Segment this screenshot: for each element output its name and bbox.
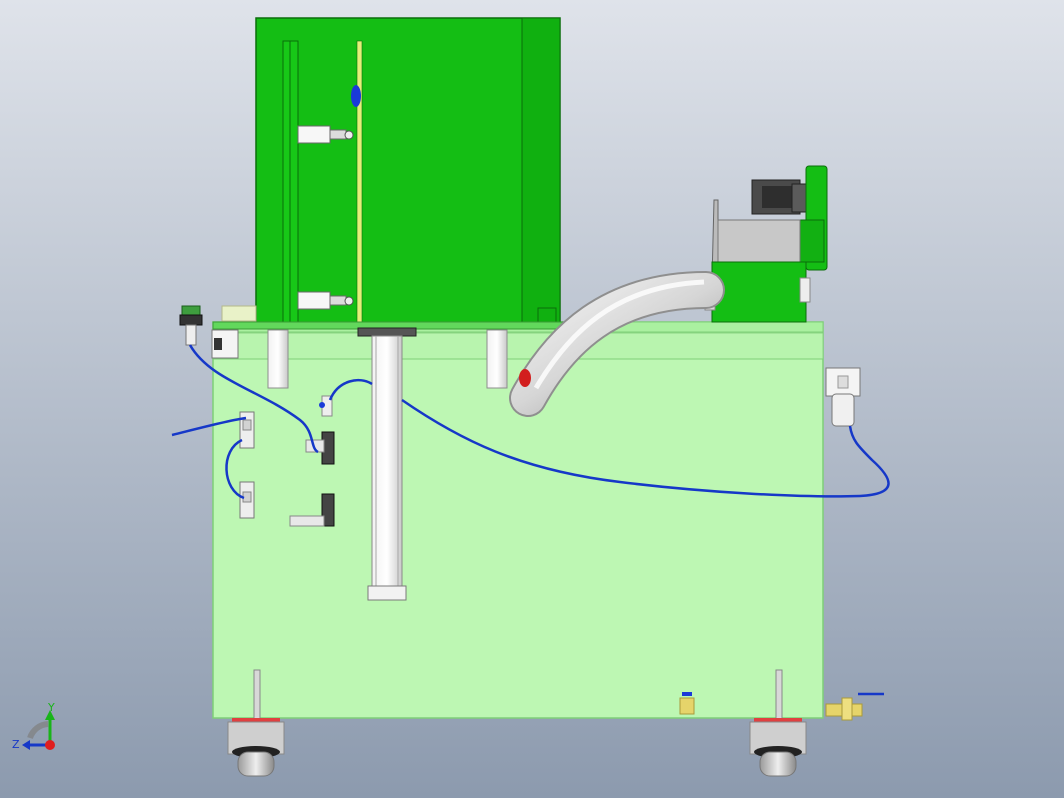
suction-pipe[interactable] — [509, 271, 725, 417]
air-hoses — [171, 344, 890, 696]
junction-box[interactable] — [211, 329, 239, 359]
sight-glass — [351, 85, 361, 107]
support-post-left — [267, 329, 289, 389]
pressure-switch[interactable] — [179, 305, 203, 346]
axis-label-z: Z — [12, 738, 20, 751]
valve-top-left[interactable] — [239, 411, 255, 449]
air-filter-regulator[interactable] — [825, 367, 861, 427]
caster-right[interactable] — [749, 669, 807, 777]
valve-bottom-left[interactable] — [239, 481, 255, 519]
axis-label-y: Y — [47, 701, 55, 714]
solenoid-valve-lower[interactable] — [289, 493, 335, 527]
vertical-filter-column[interactable] — [367, 335, 407, 601]
air-cylinder-upper[interactable] — [297, 125, 354, 144]
support-post-right — [486, 329, 508, 389]
fitting-tee[interactable] — [319, 395, 333, 417]
red-marker — [519, 369, 531, 387]
view-triad-icon[interactable]: Y Z — [12, 701, 55, 751]
brass-fitting[interactable] — [825, 697, 863, 721]
caster-left[interactable] — [227, 669, 285, 777]
drain-valve[interactable] — [679, 692, 695, 715]
filter-cabinet[interactable] — [255, 17, 561, 325]
air-cylinder-lower[interactable] — [297, 291, 354, 310]
terminal-block — [221, 305, 257, 322]
flange-plate — [357, 327, 417, 337]
